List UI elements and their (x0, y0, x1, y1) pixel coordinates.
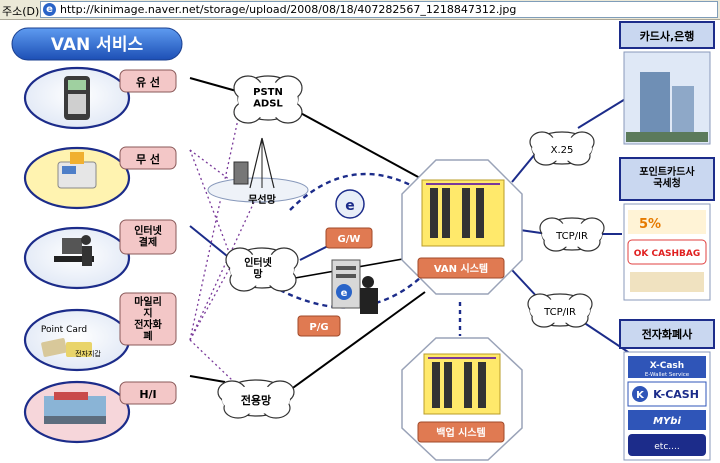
van-system-label: VAN 시스템 (434, 263, 488, 275)
address-url[interactable]: http://kinimage.naver.net/storage/upload… (60, 3, 517, 16)
wireless-network: 무선망 (207, 137, 309, 206)
logo-etc: etc.... (654, 442, 679, 452)
device-building (23, 380, 131, 444)
van-system: VAN 시스템 (401, 159, 523, 295)
label-wireless: 무 선 (136, 152, 160, 166)
device-wireless-terminal (23, 146, 131, 210)
cloud-x25: X.25 (529, 131, 595, 166)
address-bar: 주소(D) e http://kinimage.naver.net/storag… (0, 0, 720, 20)
panel-card-bank-title: 카드사,은행 (640, 29, 695, 43)
van-diagram: VAN 서비스 Point Card (11, 21, 715, 461)
gateway: e G/W (325, 189, 373, 249)
gw-label: G/W (338, 234, 361, 245)
pg-ie-icon: e (341, 288, 348, 299)
connection-lines (189, 77, 641, 391)
payment-gateway: e P/G (297, 259, 378, 337)
device-wired-terminal (23, 66, 131, 130)
cloud-tcpir-2: TCP/IR (527, 293, 593, 328)
panel-emoney-title: 전자화폐사 (642, 327, 693, 341)
title-banner: VAN 서비스 (11, 27, 183, 61)
cloud-x25-label: X.25 (551, 145, 574, 156)
logo-ok-cashbag: OK CASHBAG (634, 249, 701, 259)
logo-mybi: MYbi (653, 416, 681, 427)
logo-k-cash: K-CASH (653, 388, 699, 401)
device-point-card: Point Card 전자지갑 (23, 308, 131, 372)
cloud-tcpir-1-label: TCP/IR (555, 231, 588, 242)
address-label: 주소(D) (2, 5, 40, 18)
point-card-sub: 전자지갑 (75, 349, 101, 358)
backup-system: 백업 시스템 (401, 337, 523, 461)
label-hi: H/I (139, 388, 156, 401)
panel-emoney: 전자화폐사 X-Cash E-Wallet Service K K-CASH M… (619, 319, 715, 461)
panel-card-bank: 카드사,은행 (619, 21, 715, 145)
logo-5percent: 5% (639, 217, 661, 232)
address-input[interactable] (40, 1, 718, 18)
pg-label: P/G (309, 322, 328, 333)
logo-x-cash: X-Cash (650, 361, 684, 371)
left-device-column: Point Card 전자지갑 (23, 66, 131, 444)
cloud-dedicated: 전용망 (217, 379, 295, 419)
gateway-icon: e (345, 198, 355, 214)
diagram-title: VAN 서비스 (51, 35, 144, 55)
backup-system-label: 백업 시스템 (436, 426, 485, 439)
cloud-dedicated-label: 전용망 (241, 393, 271, 407)
point-card-text: Point Card (41, 325, 87, 335)
wireless-label: 무선망 (248, 193, 276, 206)
ie-page-icon: e (43, 3, 56, 16)
logo-e-wallet: E-Wallet Service (645, 372, 690, 378)
device-internet-user (23, 226, 131, 290)
label-wired: 유 선 (136, 75, 160, 89)
cloud-tcpir-1: TCP/IR (539, 217, 605, 252)
kcash-k-icon: K (636, 390, 645, 401)
cloud-tcpir-2-label: TCP/IR (543, 307, 576, 318)
